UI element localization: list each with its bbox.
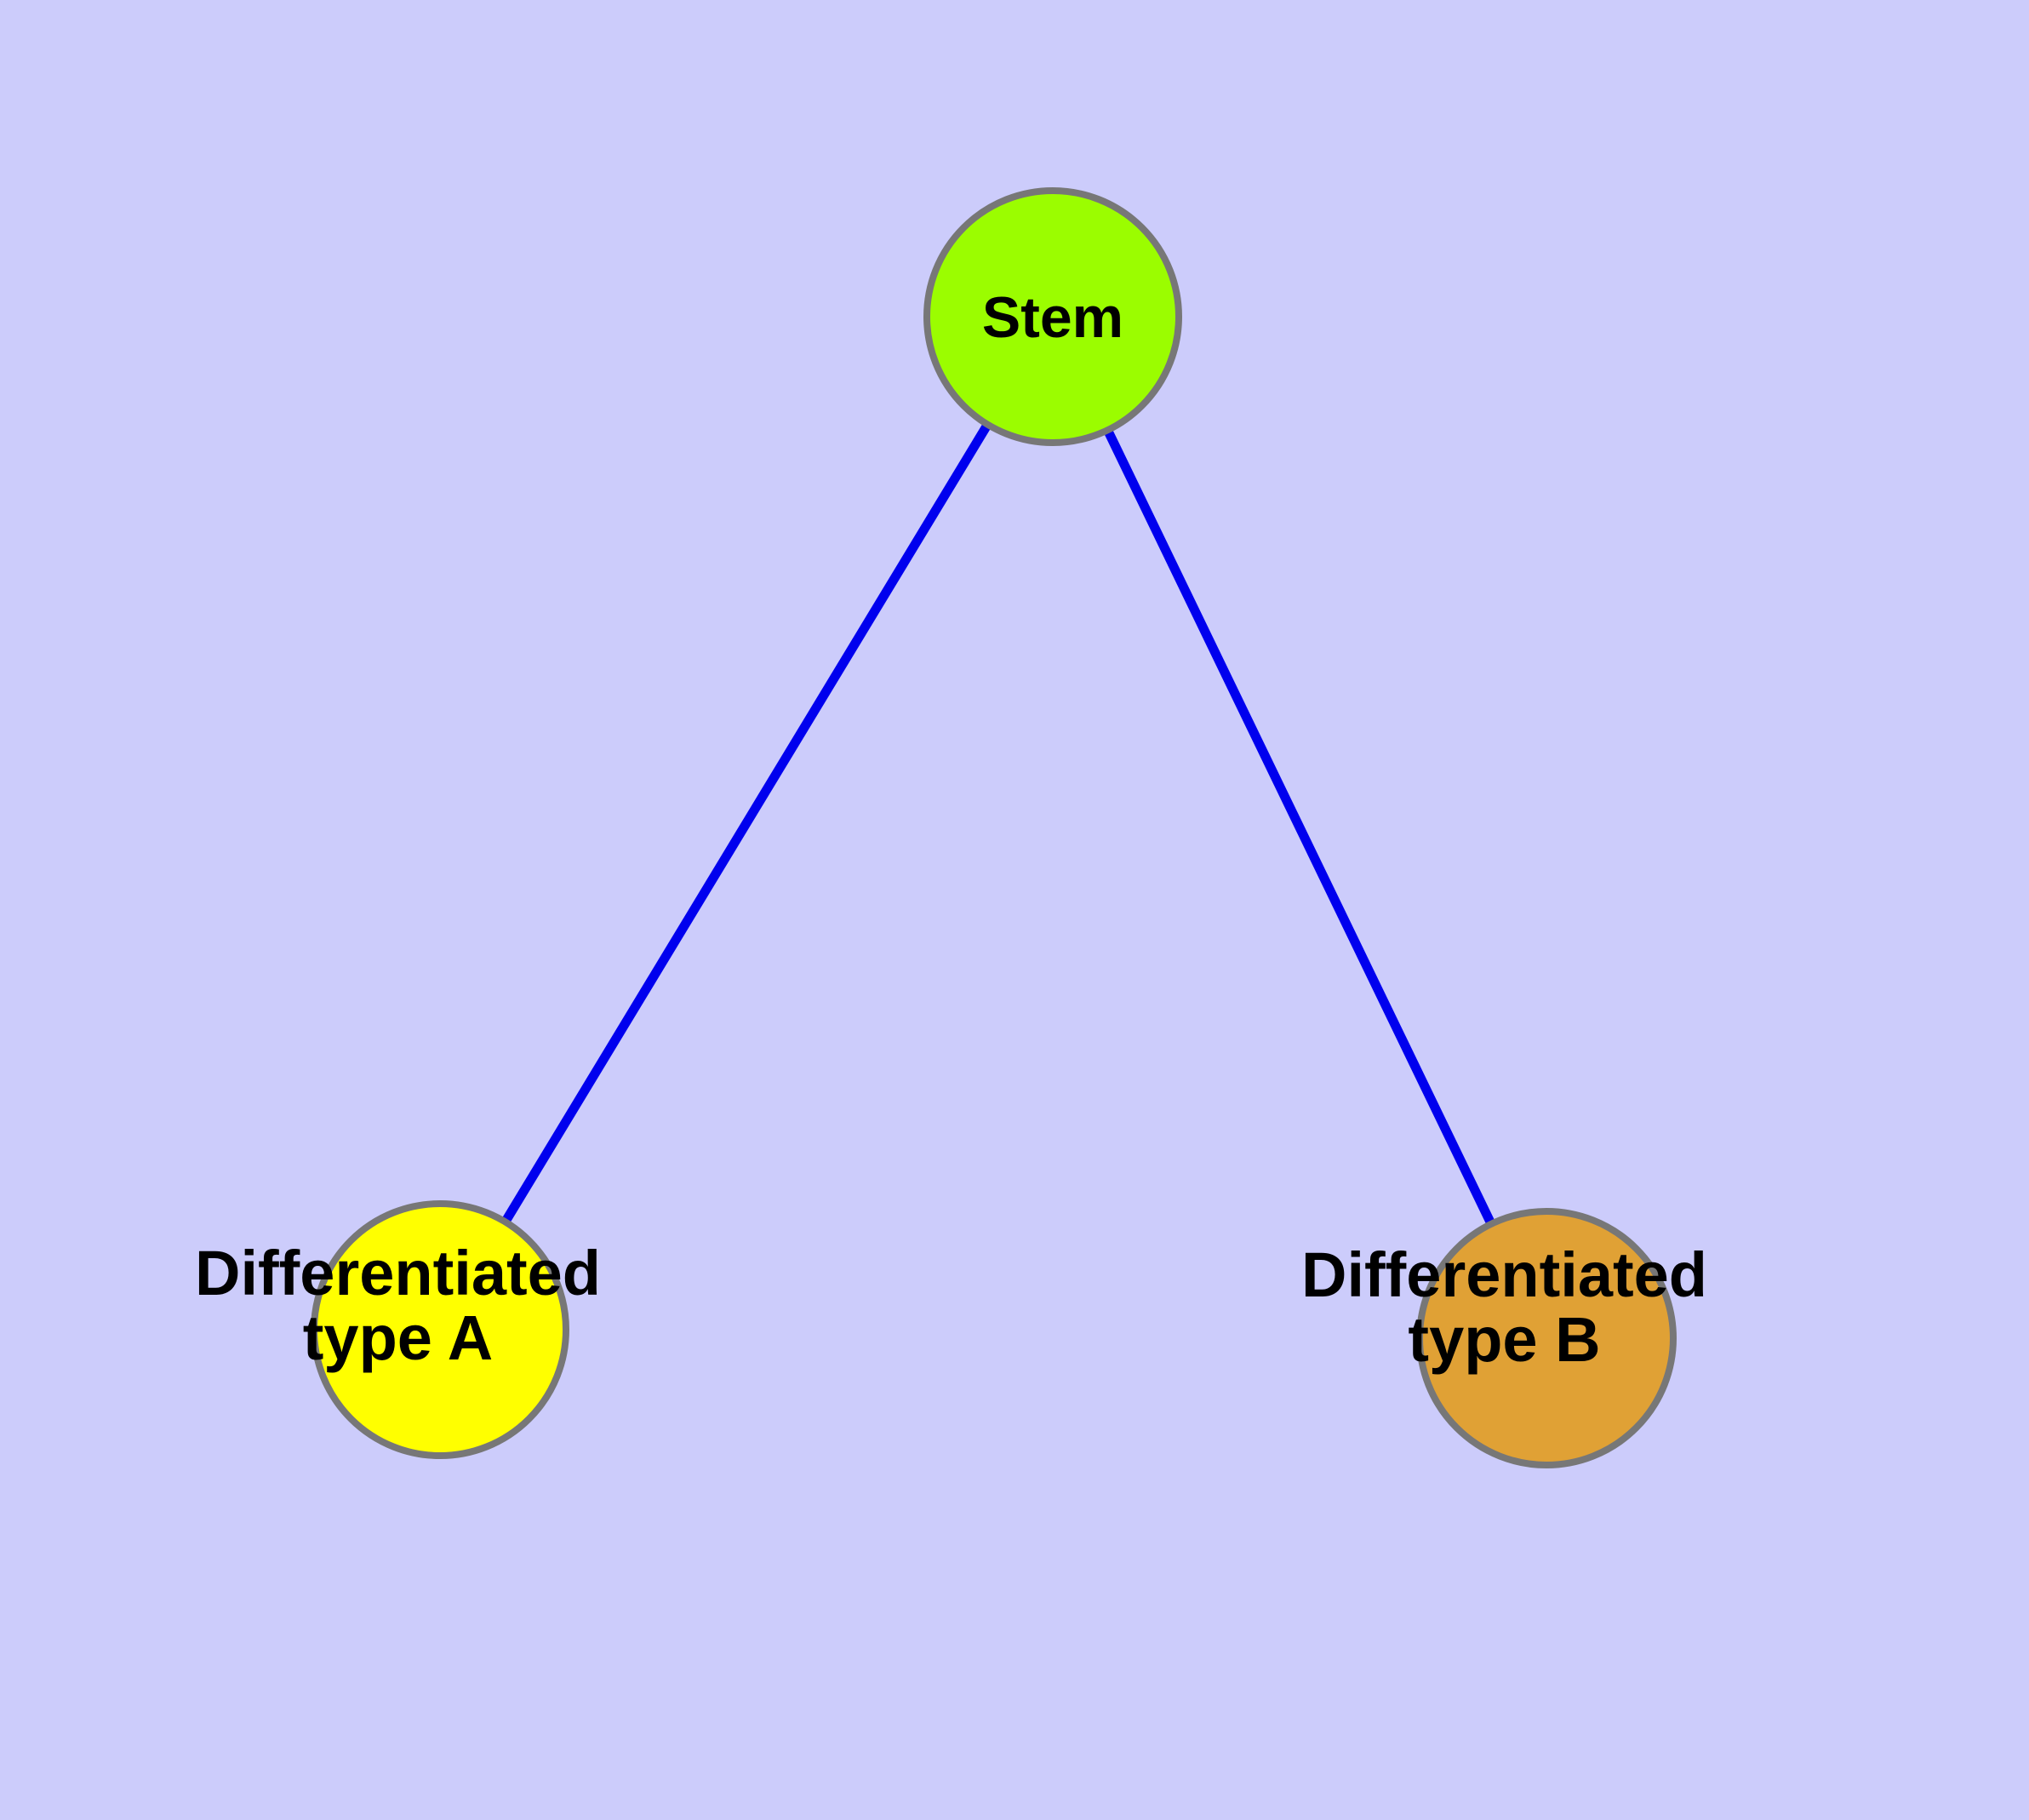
node-differentiated-type-a[interactable] bbox=[311, 1200, 569, 1459]
edge-stem-to-type-b[interactable] bbox=[1049, 314, 1551, 1341]
edge-stem-to-type-a[interactable] bbox=[436, 314, 1057, 1332]
node-differentiated-type-b[interactable] bbox=[1416, 1208, 1677, 1468]
node-stem[interactable] bbox=[923, 187, 1182, 446]
